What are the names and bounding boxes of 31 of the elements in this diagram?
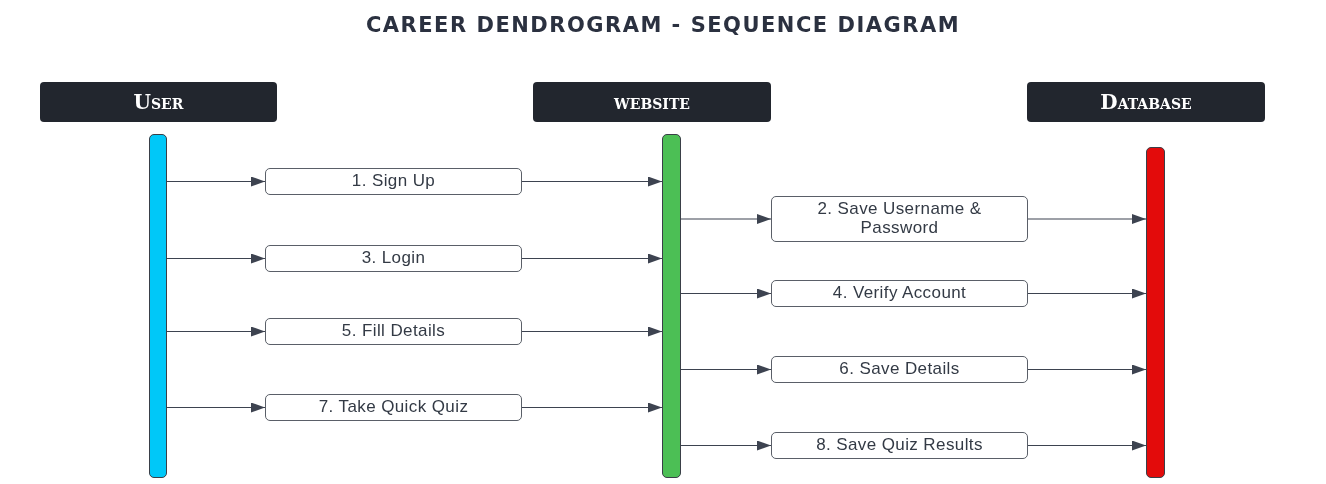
arrow xyxy=(680,288,772,299)
arrow xyxy=(1027,214,1147,224)
message-box: 2. Save Username & Password xyxy=(771,196,1028,242)
message-box: 4. Verify Account xyxy=(771,280,1028,307)
message-box: 3. Login xyxy=(265,245,522,272)
lifeline-bar xyxy=(1146,147,1165,478)
arrow xyxy=(1027,364,1147,375)
arrow xyxy=(166,176,266,187)
arrow xyxy=(166,253,266,264)
arrow xyxy=(680,364,772,375)
arrow xyxy=(680,214,772,224)
arrow xyxy=(521,402,663,413)
message-box: 6. Save Details xyxy=(771,356,1028,383)
arrow xyxy=(1027,288,1147,299)
arrow xyxy=(521,176,663,187)
participant-header: website xyxy=(533,82,771,122)
message-box: 5. Fill Details xyxy=(265,318,522,345)
message-box: 1. Sign Up xyxy=(265,168,522,195)
arrow xyxy=(521,253,663,264)
arrow xyxy=(680,440,772,451)
arrow xyxy=(1027,440,1147,451)
lifeline-bar xyxy=(149,134,167,478)
diagram-title: CAREER DENDROGRAM - SEQUENCE DIAGRAM xyxy=(365,13,961,37)
arrow xyxy=(166,326,266,337)
arrow xyxy=(521,326,663,337)
message-box: 7. Take Quick Quiz xyxy=(265,394,522,421)
arrow xyxy=(166,402,266,413)
participant-header: Database xyxy=(1027,82,1265,122)
participant-header: User xyxy=(40,82,277,122)
lifeline-bar xyxy=(662,134,681,478)
message-box: 8. Save Quiz Results xyxy=(771,432,1028,459)
